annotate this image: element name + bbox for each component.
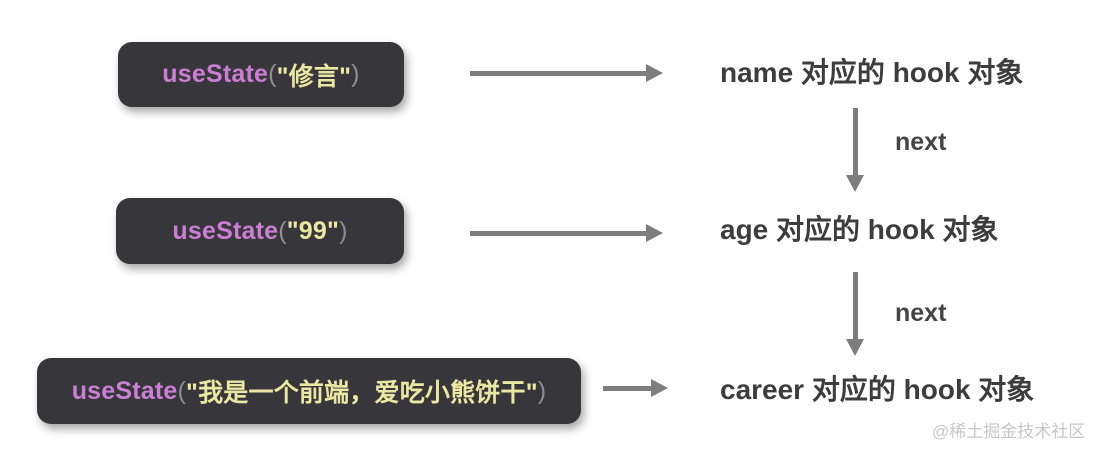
- arrow-down-icon: [846, 108, 864, 192]
- code-paren-close: ): [351, 60, 360, 88]
- hook-label-career: career 对应的 hook 对象: [720, 374, 1035, 405]
- code-string-arg: "我是一个前端，爱吃小熊饼干": [186, 379, 538, 407]
- code-box-name: useState("修言"): [118, 42, 404, 107]
- code-string-arg: "修言": [276, 62, 352, 91]
- arrow-down-icon: [846, 272, 864, 356]
- code-box-age: useState("99"): [116, 198, 404, 264]
- hook-label-age: age 对应的 hook 对象: [720, 214, 999, 245]
- arrow-right-icon: [470, 64, 663, 82]
- code-paren-open: (: [278, 216, 287, 245]
- arrow-right-icon: [603, 379, 668, 397]
- next-pointer-label: next: [895, 299, 947, 327]
- code-paren-close: ): [537, 376, 547, 405]
- code-paren-open: (: [268, 60, 277, 88]
- code-string-arg: "99": [286, 216, 340, 245]
- hook-label-name: name 对应的 hook 对象: [720, 57, 1024, 88]
- code-box-career: useState("我是一个前端，爱吃小熊饼干"): [37, 358, 581, 424]
- code-function-name: useState: [172, 216, 279, 245]
- code-paren-close: ): [339, 216, 348, 245]
- next-pointer-label: next: [895, 128, 947, 156]
- code-function-name: useState: [71, 376, 178, 405]
- code-paren-open: (: [177, 376, 187, 405]
- watermark: @稀土掘金技术社区: [932, 422, 1086, 441]
- arrow-right-icon: [470, 224, 663, 242]
- code-function-name: useState: [162, 60, 269, 88]
